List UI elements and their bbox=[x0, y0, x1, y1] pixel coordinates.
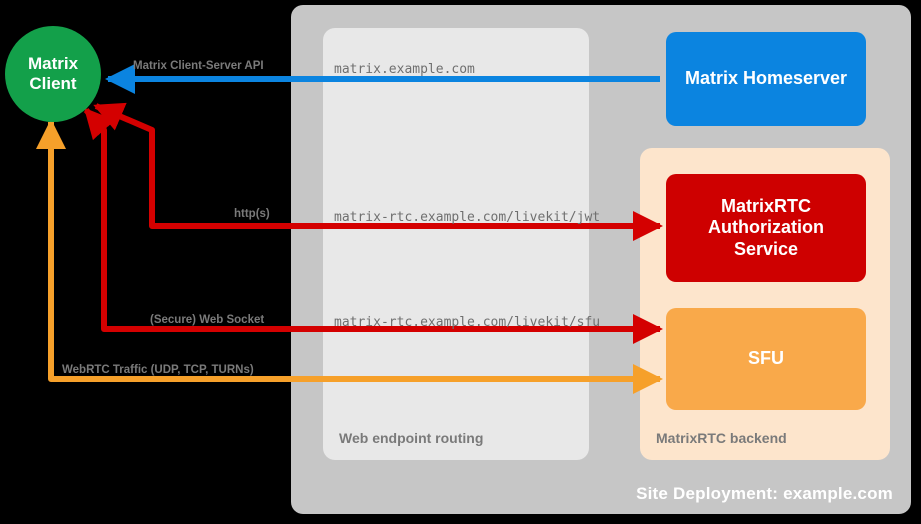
endpoint-label-livekit-sfu: matrix-rtc.example.com/livekit/sfu bbox=[334, 315, 601, 330]
node-auth-line1: MatrixRTC bbox=[720, 195, 811, 216]
matrixrtc-backend-label: MatrixRTC backend bbox=[656, 430, 787, 446]
web-endpoint-routing-label: Web endpoint routing bbox=[339, 430, 484, 446]
node-auth-line2: Authorization bbox=[708, 217, 824, 238]
node-sfu: SFU bbox=[666, 308, 866, 410]
node-matrix-client-line2: Client bbox=[29, 74, 77, 93]
edge-label-http-jwt: http(s) bbox=[234, 208, 270, 220]
site-deployment-label: Site Deployment: example.com bbox=[636, 484, 893, 503]
node-sfu-label: SFU bbox=[748, 348, 784, 369]
node-auth-line3: Service bbox=[733, 238, 799, 259]
node-matrix-homeserver: Matrix Homeserver bbox=[666, 32, 866, 126]
node-matrix-homeserver-label: Matrix Homeserver bbox=[684, 68, 848, 89]
node-matrixrtc-authorization-service: MatrixRTC Authorization Service bbox=[666, 174, 866, 282]
edge-label-webrtc-traffic: WebRTC Traffic (UDP, TCP, TURNs) bbox=[62, 364, 254, 376]
endpoint-label-matrix-example-com: matrix.example.com bbox=[334, 62, 475, 77]
edge-label-secure-websocket: (Secure) Web Socket bbox=[150, 314, 265, 326]
web-endpoint-routing-container: Web endpoint routing bbox=[323, 28, 589, 460]
node-matrix-client: Matrix Client bbox=[5, 26, 101, 122]
endpoint-label-livekit-jwt: matrix-rtc.example.com/livekit/jwt bbox=[334, 210, 601, 225]
edge-label-matrix-client-server-api: Matrix Client-Server API bbox=[133, 60, 264, 72]
node-matrix-client-line1: Matrix bbox=[27, 54, 79, 74]
